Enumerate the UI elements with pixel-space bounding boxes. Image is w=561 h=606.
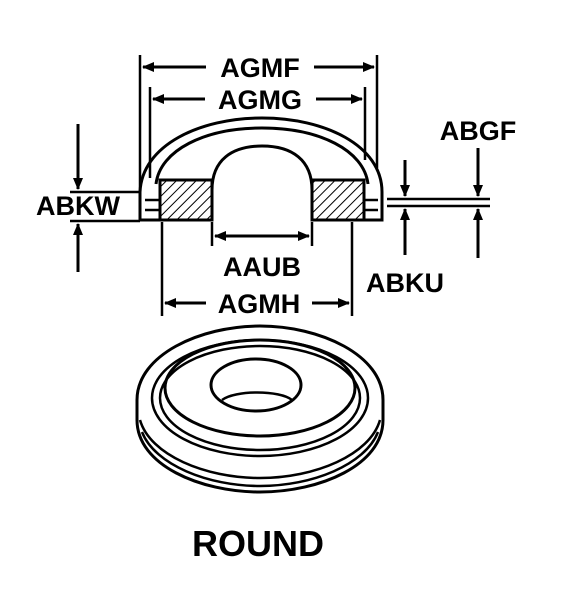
agmh-label: AGMH (218, 289, 301, 319)
dimension-agmf: AGMF (142, 53, 375, 83)
dimension-abkw: ABKW (36, 124, 121, 272)
cross-section-view (138, 116, 384, 222)
grommet-perspective-view (135, 324, 385, 494)
left-hatched-section (158, 178, 214, 222)
grommet-base-flange (135, 324, 385, 494)
aaub-label: AAUB (223, 252, 301, 282)
agmg-label: AGMG (218, 85, 302, 115)
dimension-agmh: AGMH (164, 289, 350, 319)
abku-label: ABKU (366, 268, 444, 298)
left-step (145, 198, 160, 212)
abkw-label: ABKW (36, 191, 120, 221)
dome-outer (138, 116, 384, 193)
right-step (364, 198, 378, 212)
agmf-label: AGMF (220, 53, 299, 83)
dimension-agmg: AGMG (152, 85, 363, 115)
dimension-abku: ABKU (366, 160, 444, 298)
dimension-aaub: AAUB (214, 231, 310, 282)
dimension-abgf: ABGF (440, 116, 517, 258)
grommet-dome-top (163, 338, 357, 438)
grommet-hole (209, 357, 303, 413)
dome-inner (154, 126, 370, 185)
center-opening (210, 144, 314, 191)
abgf-label: ABGF (440, 116, 517, 146)
shape-caption: ROUND (192, 523, 324, 564)
extension-lines (70, 55, 490, 316)
right-hatched-section (310, 178, 366, 222)
